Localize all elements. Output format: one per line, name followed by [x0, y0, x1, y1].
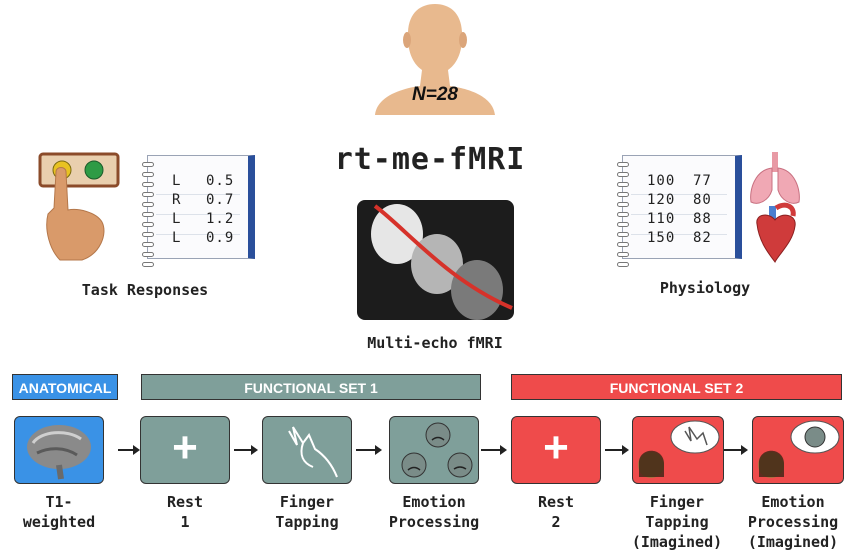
- flow-arrow: [724, 445, 748, 455]
- physiology-value: 110: [647, 211, 676, 227]
- physiology-value: 77: [693, 173, 712, 189]
- brain-mri-icon: [27, 425, 91, 480]
- flow-arrow: [118, 445, 140, 455]
- flow-arrow: [356, 445, 382, 455]
- step-emotion-processing-imagined: [752, 416, 844, 484]
- physiology-notebook: 100 77 120 80 110 88 150 82: [617, 155, 742, 267]
- step-label: Emotion Processing: [388, 493, 480, 531]
- thinking-person-icon: [638, 420, 720, 478]
- step-t1-weighted: [14, 416, 104, 484]
- physiology-value: 80: [693, 192, 712, 208]
- step-emotion-processing: [389, 416, 479, 484]
- step-label: Emotion Processing (Imagined): [747, 493, 839, 551]
- response-key: L: [172, 211, 182, 227]
- multi-echo-caption: Multi-echo fMRI: [367, 334, 503, 352]
- physiology-value: 82: [693, 230, 712, 246]
- step-rest-1: +: [140, 416, 230, 484]
- step-label: Rest 1: [166, 493, 204, 531]
- multi-echo-panel: [357, 200, 514, 320]
- response-value: 0.7: [206, 192, 235, 208]
- page-title: rt-me-fMRI: [334, 142, 526, 177]
- step-finger-tapping: [262, 416, 352, 484]
- step-label: T1- weighted: [22, 493, 96, 531]
- section-functional-1: FUNCTIONAL SET 1: [141, 374, 481, 400]
- response-value: 1.2: [206, 211, 235, 227]
- plus-icon: +: [172, 423, 198, 472]
- participant-head-icon: [375, 4, 495, 115]
- section-anatomical: ANATOMICAL: [12, 374, 118, 400]
- physiology-value: 120: [647, 192, 676, 208]
- step-rest-2: +: [511, 416, 601, 484]
- physiology-value: 100: [647, 173, 676, 189]
- step-label: Rest 2: [537, 493, 575, 531]
- response-key: L: [172, 230, 182, 246]
- flow-arrow: [234, 445, 258, 455]
- physiology-caption: Physiology: [659, 279, 751, 297]
- step-label: Finger Tapping (Imagined): [631, 493, 723, 551]
- lungs-heart-icon: [750, 152, 800, 263]
- physiology-value: 88: [693, 211, 712, 227]
- plus-icon: +: [543, 423, 569, 472]
- response-value: 0.5: [206, 173, 235, 189]
- response-key: L: [172, 173, 182, 189]
- task-responses-notebook: L 0.5 R 0.7 L 1.2 L 0.9: [142, 155, 255, 267]
- participant-count: N=28: [412, 84, 458, 105]
- flow-arrow: [605, 445, 629, 455]
- section-functional-2: FUNCTIONAL SET 2: [511, 374, 842, 400]
- brain-echo-icon: [371, 204, 513, 320]
- physiology-value: 150: [647, 230, 676, 246]
- response-value: 0.9: [206, 230, 235, 246]
- thinking-person-icon: [758, 420, 840, 478]
- response-key: R: [172, 192, 182, 208]
- flow-arrow: [481, 445, 507, 455]
- finger-tap-hand-icon: [288, 426, 338, 478]
- step-finger-tapping-imagined: [632, 416, 724, 484]
- task-responses-caption: Task Responses: [81, 281, 209, 299]
- button-box-icon: [38, 152, 120, 261]
- step-label: Finger Tapping: [275, 493, 339, 531]
- emotion-faces-icon: [401, 422, 473, 478]
